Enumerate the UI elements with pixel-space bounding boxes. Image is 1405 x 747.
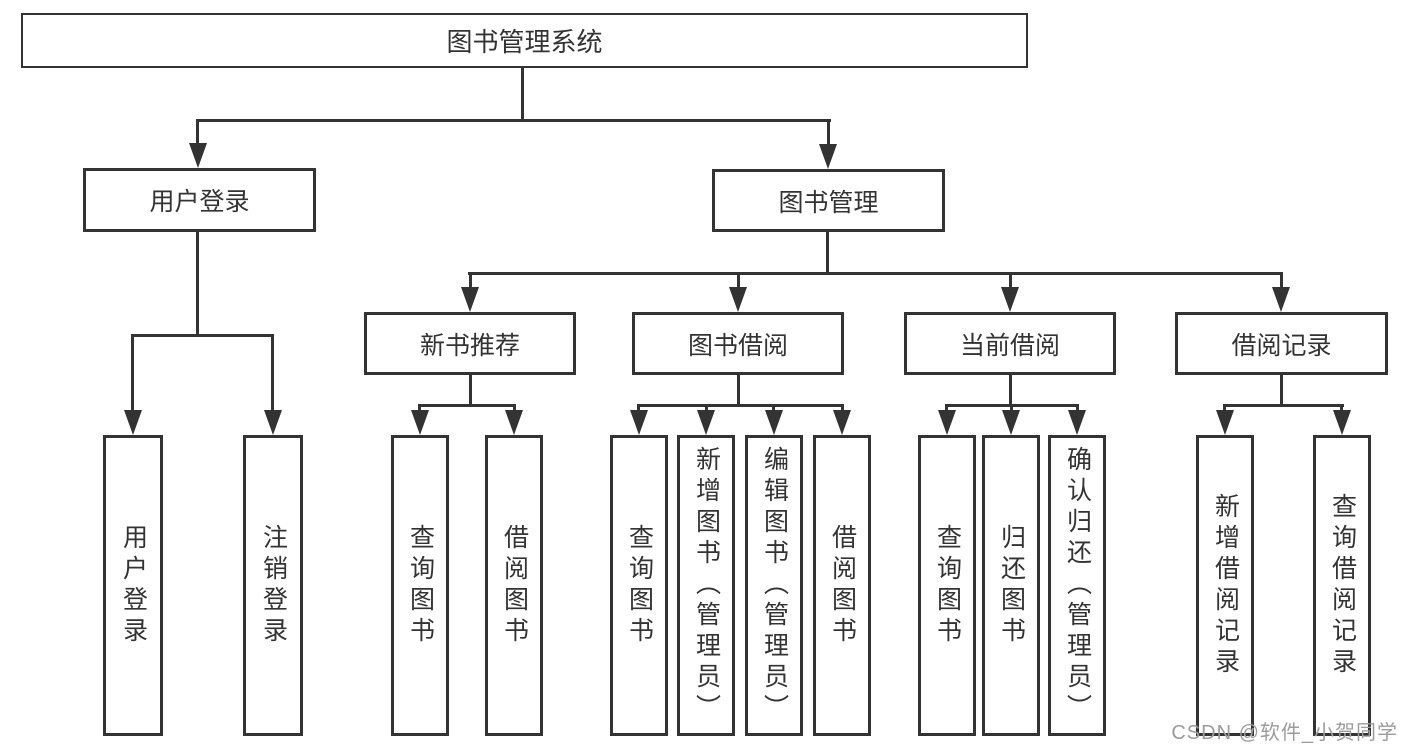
leaf-borrow-books-recommend: 借阅图书 <box>485 435 543 736</box>
node-book-borrowing: 图书借阅 <box>632 312 844 375</box>
connector-line <box>1223 404 1226 414</box>
connector-line <box>131 334 274 337</box>
connector-line <box>197 119 831 122</box>
arrowhead-down-icon <box>697 410 715 435</box>
leaf-logout: 注销登录 <box>243 435 303 736</box>
leaf-query-books-borrow: 查询图书 <box>610 435 668 736</box>
connector-line <box>826 232 829 274</box>
arrowhead-down-icon <box>938 410 956 435</box>
node-current-borrowing: 当前借阅 <box>904 312 1116 375</box>
arrowhead-down-icon <box>411 410 429 435</box>
connector-line <box>468 272 1282 275</box>
connector-line <box>1340 404 1343 414</box>
connector-line <box>945 404 948 414</box>
connector-line <box>772 404 775 414</box>
connector-line <box>271 334 274 412</box>
connector-line <box>705 404 708 414</box>
connector-line <box>1280 375 1283 406</box>
arrowhead-down-icon <box>1001 287 1019 312</box>
arrowhead-down-icon <box>765 410 783 435</box>
arrowhead-down-icon <box>1216 410 1234 435</box>
connector-line <box>418 404 516 407</box>
connector-line <box>1009 272 1012 290</box>
arrowhead-down-icon <box>1068 410 1086 435</box>
leaf-borrow-books: 借阅图书 <box>813 435 871 736</box>
arrowhead-down-icon <box>819 144 837 169</box>
connector-line <box>1009 375 1012 406</box>
leaf-confirm-return-admin: 确认归还（管理员） <box>1048 435 1106 736</box>
node-borrowing-records: 借阅记录 <box>1175 312 1388 375</box>
arrowhead-down-icon <box>833 410 851 435</box>
connector-line <box>196 232 199 336</box>
arrowhead-down-icon <box>729 287 747 312</box>
connector-line <box>737 272 740 290</box>
connector-line <box>513 404 516 414</box>
arrowhead-down-icon <box>1272 287 1290 312</box>
connector-line <box>196 119 199 146</box>
connector-line <box>1076 404 1079 414</box>
connector-line <box>737 375 740 406</box>
connector-line <box>469 272 472 290</box>
arrowhead-down-icon <box>264 410 282 435</box>
node-user-login: 用户登录 <box>83 168 316 232</box>
leaf-query-borrow-record: 查询借阅记录 <box>1313 435 1371 736</box>
connector-line <box>1280 272 1283 290</box>
leaf-query-books-current: 查询图书 <box>918 435 976 736</box>
leaf-user-login: 用户登录 <box>103 435 163 736</box>
leaf-add-books-admin: 新增图书（管理员） <box>677 435 735 736</box>
connector-line <box>841 404 844 414</box>
node-new-book-recommendation: 新书推荐 <box>364 312 576 375</box>
connector-line <box>469 375 472 406</box>
arrowhead-down-icon <box>630 410 648 435</box>
csdn-watermark: CSDN @软件_小贺同学 <box>1171 722 1398 744</box>
connector-line <box>827 119 830 147</box>
connector-line <box>521 66 524 121</box>
arrowhead-down-icon <box>189 143 207 168</box>
node-library-system: 图书管理系统 <box>21 13 1028 68</box>
connector-line <box>131 334 134 412</box>
leaf-return-books: 归还图书 <box>982 435 1040 736</box>
connector-line <box>637 404 844 407</box>
connector-line <box>1010 404 1013 414</box>
node-book-management: 图书管理 <box>712 169 945 232</box>
leaf-edit-books-admin: 编辑图书（管理员） <box>745 435 803 736</box>
connector-line <box>418 404 421 414</box>
arrowhead-down-icon <box>461 287 479 312</box>
connector-line <box>637 404 640 414</box>
arrowhead-down-icon <box>1002 410 1020 435</box>
arrowhead-down-icon <box>124 410 142 435</box>
leaf-query-books-recommend: 查询图书 <box>391 435 449 736</box>
arrowhead-down-icon <box>1333 410 1351 435</box>
leaf-add-borrow-record: 新增借阅记录 <box>1196 435 1254 736</box>
connector-line <box>1223 404 1344 407</box>
arrowhead-down-icon <box>505 410 523 435</box>
